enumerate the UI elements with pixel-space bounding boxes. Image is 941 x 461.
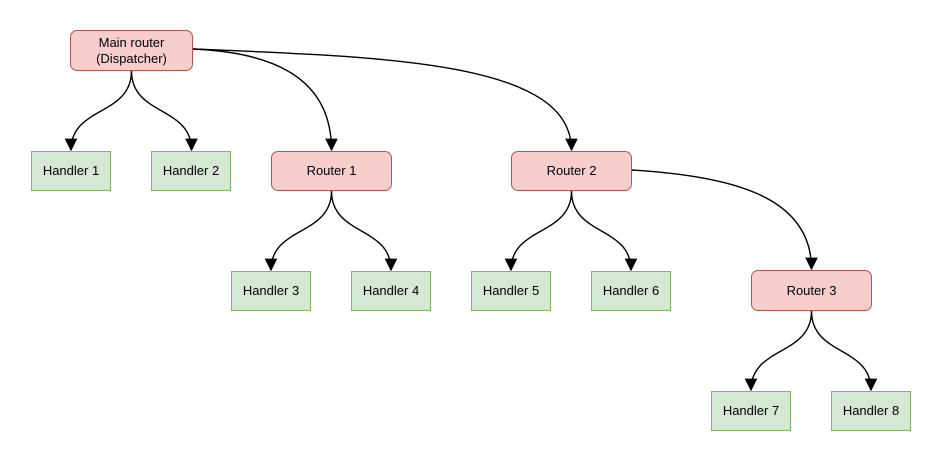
edge-main-to-router-2 xyxy=(192,48,578,152)
edge-router-1-to-handler-3 xyxy=(264,190,333,272)
node-handler-2: Handler 2 xyxy=(151,151,231,191)
edge-router-2-to-router-3 xyxy=(631,169,818,271)
node-handler-4: Handler 4 xyxy=(351,271,431,311)
edge-router-1-to-handler-4 xyxy=(330,190,398,272)
node-handler-1: Handler 1 xyxy=(31,151,111,191)
node-handler-3: Handler 3 xyxy=(231,271,311,311)
node-handler-6: Handler 6 xyxy=(591,271,671,311)
edge-router-2-to-handler-6 xyxy=(570,190,638,272)
node-router-3: Router 3 xyxy=(751,270,872,311)
edge-router-2-to-handler-5 xyxy=(504,190,573,272)
node-router-2: Router 2 xyxy=(511,151,632,191)
edge-main-to-router-1 xyxy=(192,48,338,152)
node-handler-8: Handler 8 xyxy=(831,391,911,431)
node-main-router: Main router (Dispatcher) xyxy=(70,30,193,71)
node-router-1: Router 1 xyxy=(271,151,392,191)
edge-router-3-to-handler-8 xyxy=(810,310,878,392)
node-handler-5: Handler 5 xyxy=(471,271,551,311)
edge-router-3-to-handler-7 xyxy=(744,310,813,392)
node-handler-7: Handler 7 xyxy=(711,391,791,431)
edge-main-to-handler-1 xyxy=(64,70,133,152)
edge-main-to-handler-2 xyxy=(130,70,198,152)
